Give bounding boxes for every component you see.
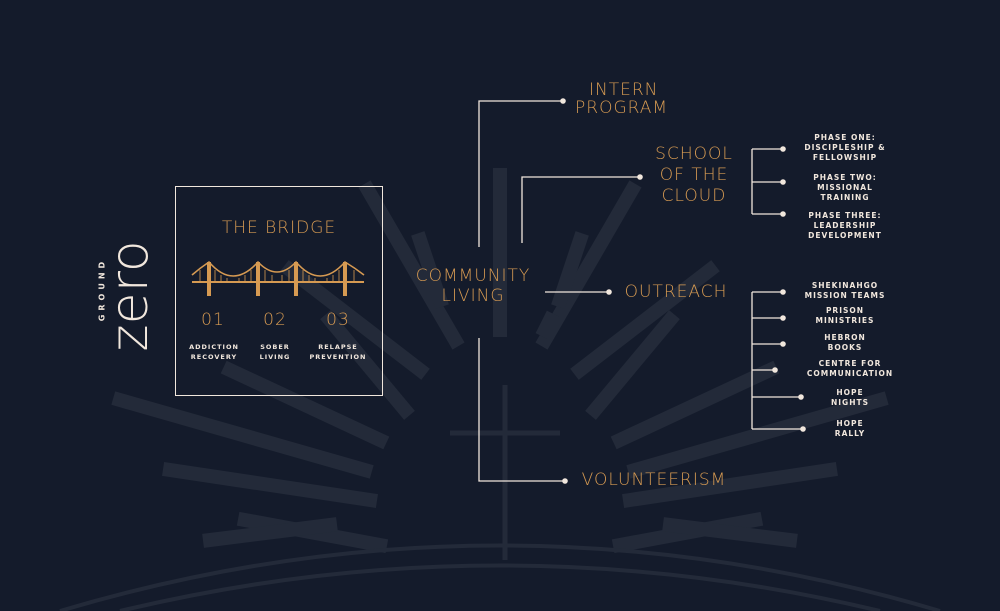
- ray: [662, 517, 798, 548]
- ray: [585, 310, 680, 420]
- ray: [535, 310, 560, 340]
- connector-intern: [478, 100, 563, 247]
- outreach-item: HOPE RALLY: [834, 419, 866, 438]
- phase-item: PHASE ONE: DISCIPLESHIP & FELLOWSHIP: [804, 133, 886, 162]
- connector-dot: [780, 315, 786, 321]
- ray: [202, 517, 338, 548]
- ray: [610, 360, 780, 450]
- bridge-title: THE BRIDGE: [221, 218, 337, 238]
- ray: [535, 180, 642, 350]
- branch-school-of-the-cloud: SCHOOL OF THE CLOUD: [655, 144, 733, 206]
- branch-volunteerism: VOLUNTEERISM: [581, 470, 727, 490]
- ray: [162, 462, 378, 508]
- connector-school: [521, 176, 640, 243]
- ray: [570, 260, 720, 380]
- connector-dot: [798, 394, 804, 400]
- connector-dot: [562, 478, 568, 484]
- ray: [320, 310, 415, 420]
- connector-dot: [780, 179, 786, 185]
- ray: [280, 260, 430, 380]
- outreach-item: CENTRE FOR COMMUNICATION: [806, 359, 894, 378]
- step-number: 01: [201, 310, 225, 330]
- connector-dot: [637, 174, 643, 180]
- step-label: RELAPSE PREVENTION: [309, 343, 367, 361]
- step-number: 03: [326, 310, 350, 330]
- phase-item: PHASE TWO: MISSIONAL TRAINING: [813, 173, 877, 202]
- connector-dot: [560, 98, 566, 104]
- ray: [411, 231, 449, 309]
- ray: [220, 360, 390, 450]
- connector-dot: [780, 289, 786, 295]
- horizon-arc-outer: [59, 543, 941, 611]
- ray: [111, 391, 374, 479]
- ray: [626, 391, 889, 479]
- branch-intern-program: INTERN PROGRAM: [575, 80, 669, 118]
- step-number: 02: [263, 310, 287, 330]
- outreach-item: HEBRON BOOKS: [824, 333, 866, 352]
- ray: [622, 462, 838, 508]
- outreach-item: PRISON MINISTRIES: [815, 306, 875, 325]
- step-label: ADDICTION RECOVERY: [189, 343, 239, 361]
- outreach-item: HOPE NIGHTS: [830, 388, 870, 407]
- step-label: SOBER LIVING: [259, 343, 291, 361]
- connector-dot: [772, 367, 778, 373]
- branch-outreach: OUTREACH: [624, 282, 728, 302]
- hub-community-living: COMMUNITY LIVING: [415, 266, 531, 306]
- horizon-arc: [119, 563, 881, 611]
- connector-dot: [780, 146, 786, 152]
- connector-dot: [780, 341, 786, 347]
- connector-dot: [800, 426, 806, 432]
- bridge-cables: [191, 260, 365, 277]
- connector-dot: [606, 289, 612, 295]
- connector-volunteerism: [478, 338, 565, 482]
- ray: [551, 231, 589, 309]
- phase-item: PHASE THREE: LEADERSHIP DEVELOPMENT: [808, 211, 882, 240]
- outreach-item: SHEKINAHGO MISSION TEAMS: [804, 281, 886, 300]
- bridge-box: [175, 186, 383, 396]
- connector-dot: [780, 211, 786, 217]
